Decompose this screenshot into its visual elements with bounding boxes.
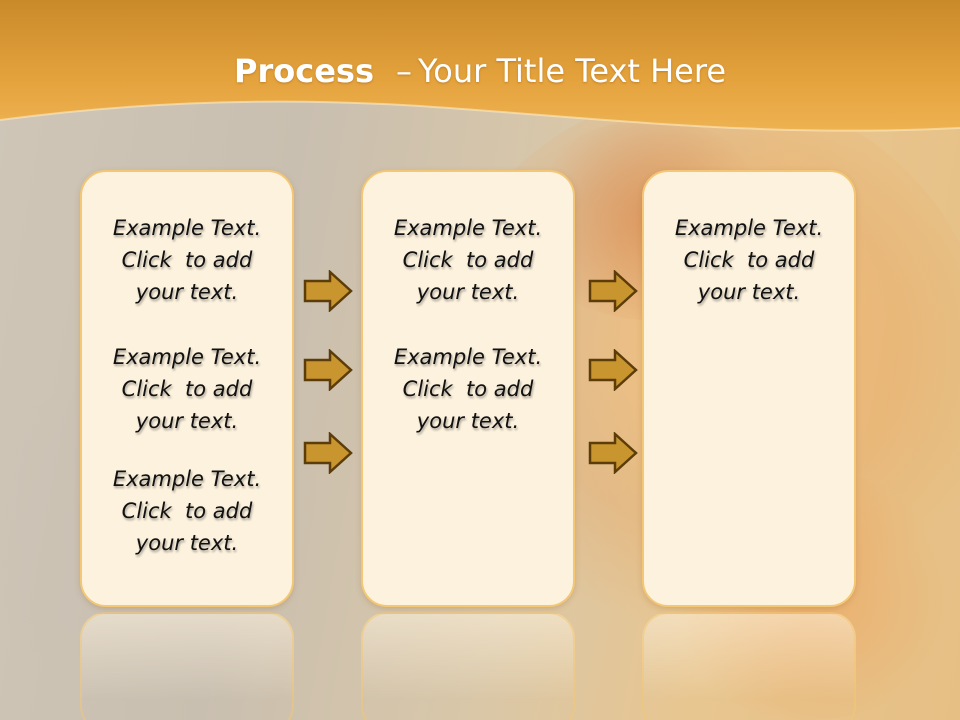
box-reflection [642, 612, 856, 720]
right-arrow-icon [588, 432, 638, 474]
text-line: Click to add [121, 377, 253, 401]
box-reflection [80, 612, 294, 720]
text-line: Click to add [121, 499, 253, 523]
right-arrow-icon [588, 349, 638, 391]
right-arrow-icon [303, 349, 353, 391]
text-line: Example Text. [393, 216, 543, 240]
text-block[interactable]: Example Text. Click to add your text. [82, 341, 292, 437]
page-title: Process–Your Title Text Here [0, 52, 960, 90]
text-block[interactable]: Example Text. Click to add your text. [363, 212, 573, 308]
text-line: your text. [135, 409, 239, 433]
text-block[interactable]: Example Text. Click to add your text. [363, 341, 573, 437]
text-line: your text. [416, 409, 520, 433]
text-line: Example Text. [112, 216, 262, 240]
text-line: Click to add [402, 248, 534, 272]
text-block[interactable]: Example Text. Click to add your text. [82, 463, 292, 559]
box-reflection [361, 612, 575, 720]
header-banner [0, 0, 960, 132]
text-line: Click to add [683, 248, 815, 272]
text-line: your text. [416, 280, 520, 304]
text-line: Example Text. [393, 345, 543, 369]
right-arrow-icon [303, 270, 353, 312]
text-line: Example Text. [674, 216, 824, 240]
text-line: your text. [697, 280, 801, 304]
process-box-3[interactable]: Example Text. Click to add your text. [642, 170, 856, 607]
process-box-2[interactable]: Example Text. Click to add your text. Ex… [361, 170, 575, 607]
title-separator: – [395, 52, 412, 90]
right-arrow-icon [588, 270, 638, 312]
text-line: your text. [135, 531, 239, 555]
right-arrow-icon [303, 432, 353, 474]
text-line: your text. [135, 280, 239, 304]
text-block[interactable]: Example Text. Click to add your text. [644, 212, 854, 308]
text-line: Click to add [121, 248, 253, 272]
text-line: Example Text. [112, 345, 262, 369]
title-subtitle: Your Title Text Here [417, 52, 726, 90]
title-main: Process [234, 52, 374, 90]
text-line: Example Text. [112, 467, 262, 491]
text-block[interactable]: Example Text. Click to add your text. [82, 212, 292, 308]
process-box-1[interactable]: Example Text. Click to add your text. Ex… [80, 170, 294, 607]
text-line: Click to add [402, 377, 534, 401]
